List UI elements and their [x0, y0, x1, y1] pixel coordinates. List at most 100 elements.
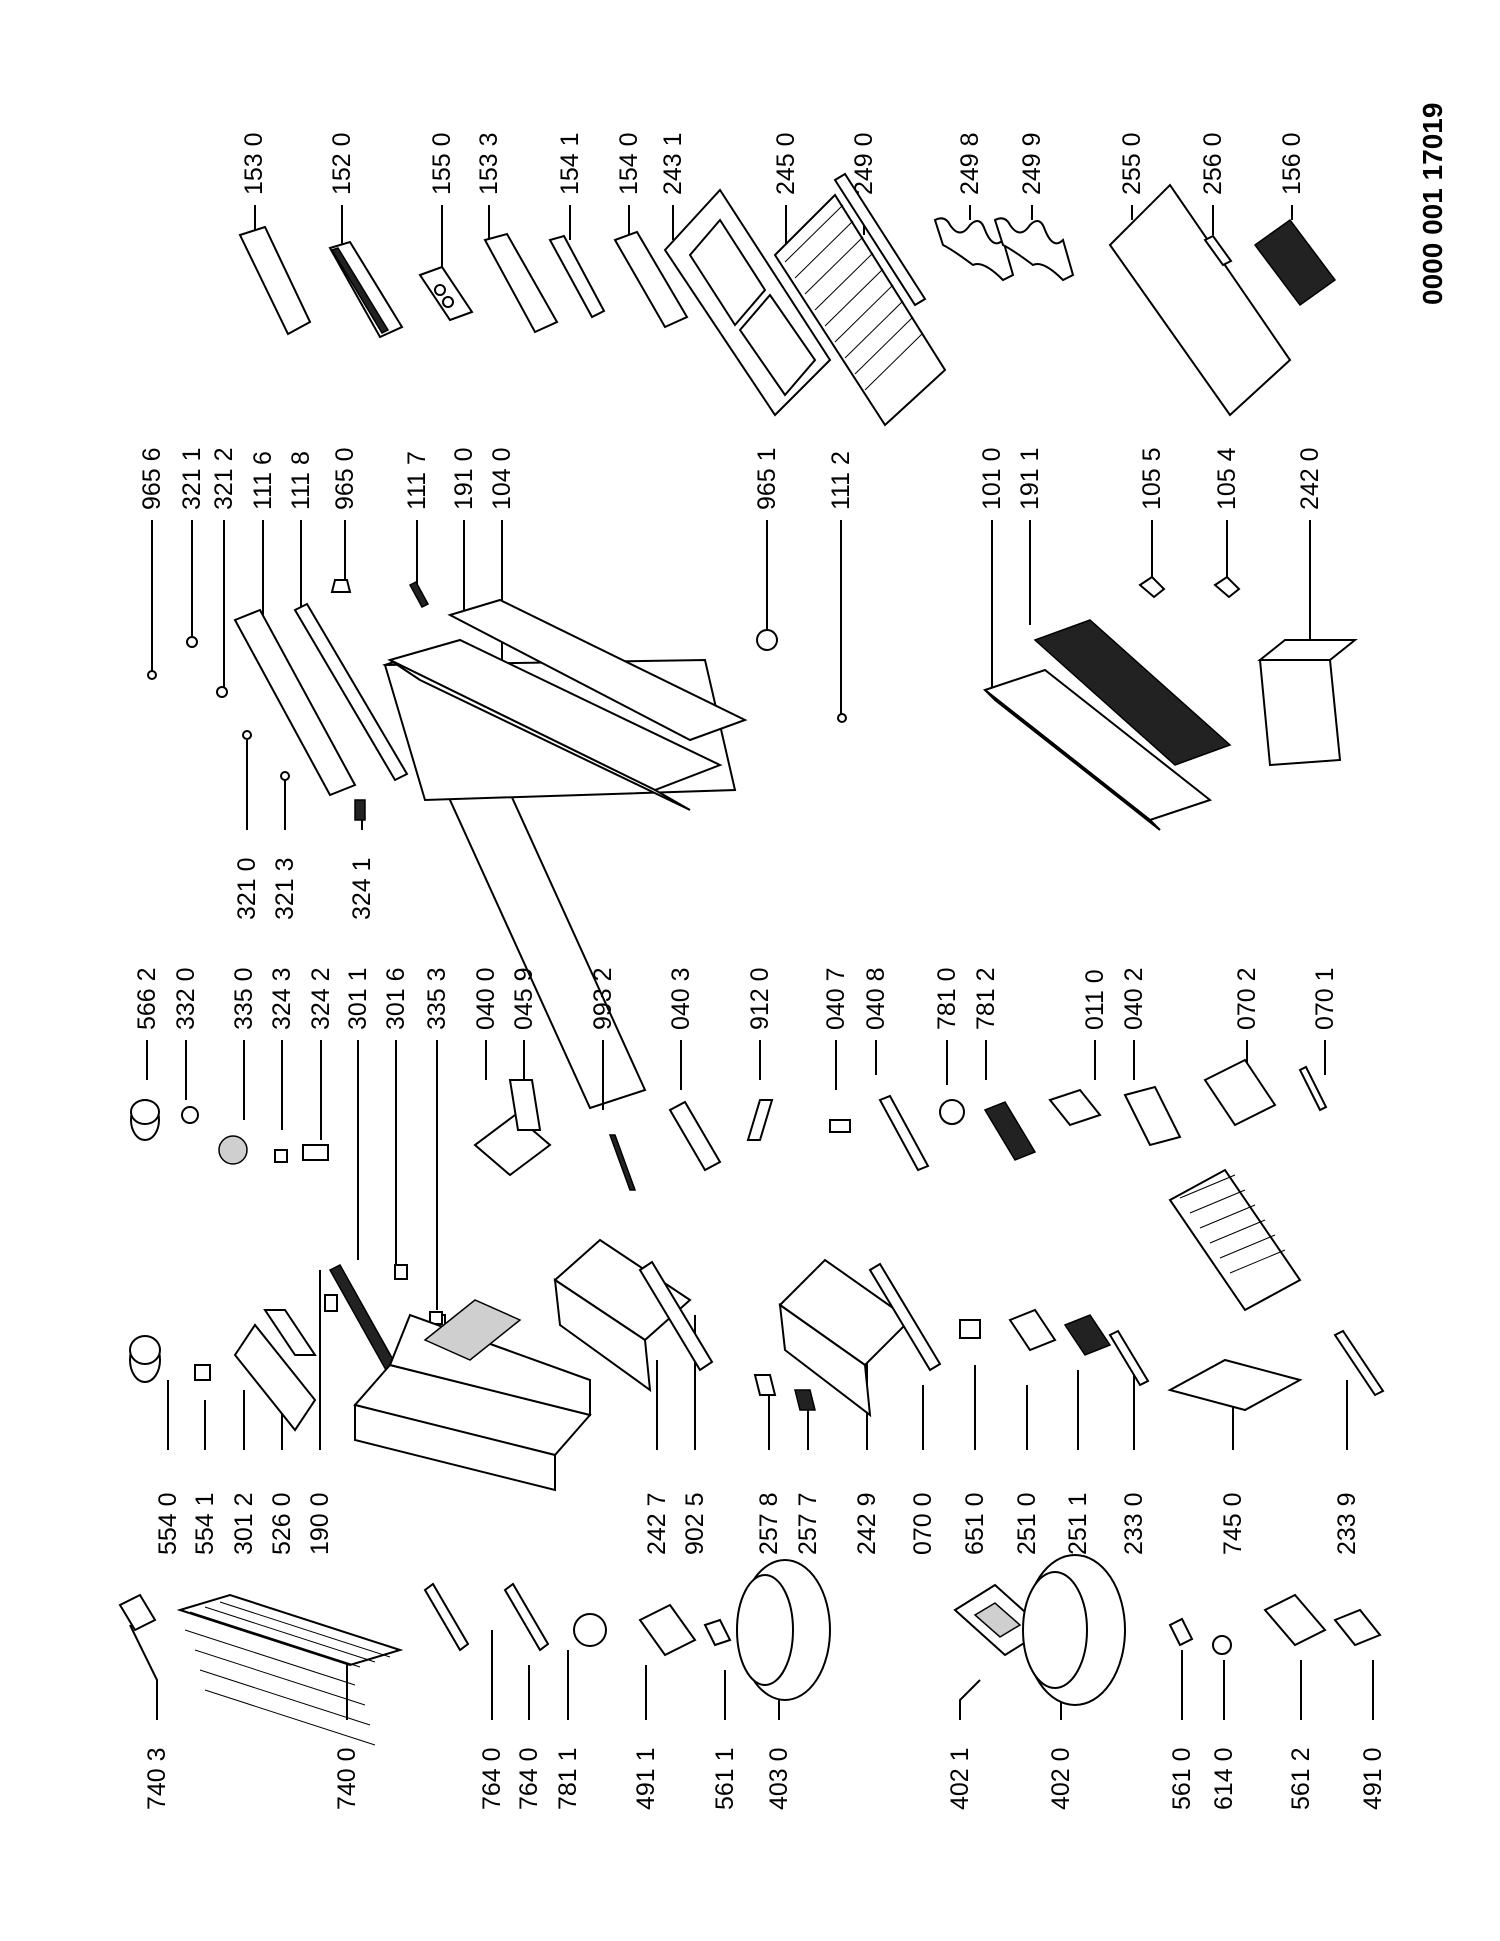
part-label: 251 1 — [1064, 1492, 1092, 1555]
part-label: 554 1 — [191, 1492, 219, 1555]
part-label: 233 9 — [1333, 1492, 1361, 1555]
part-label: 040 3 — [667, 967, 695, 1030]
part-label: 526 0 — [268, 1492, 296, 1555]
part-label: 191 0 — [450, 447, 478, 510]
part-label: 242 9 — [853, 1492, 881, 1555]
part-label: 190 0 — [306, 1492, 334, 1555]
part-label: 614 0 — [1210, 1747, 1238, 1810]
part-label: 111 7 — [403, 451, 431, 510]
part-label: 156 0 — [1278, 132, 1306, 195]
part-label: 993 2 — [589, 967, 617, 1030]
part-label: 764 0 — [515, 1747, 543, 1810]
part-label: 152 0 — [328, 132, 356, 195]
part-label: 242 7 — [643, 1492, 671, 1555]
column-top-parts — [238, 172, 1337, 427]
part-label: 740 3 — [143, 1747, 171, 1810]
part-label: 403 0 — [765, 1747, 793, 1810]
part-label: 324 2 — [307, 967, 335, 1030]
column-top-leaders — [254, 205, 1293, 272]
part-label: 255 0 — [1118, 132, 1146, 195]
part-label: 554 0 — [154, 1492, 182, 1555]
part-label: 324 3 — [268, 967, 296, 1030]
part-label: 902 5 — [681, 1492, 709, 1555]
part-label: 070 0 — [909, 1492, 937, 1555]
part-label: 257 7 — [794, 1492, 822, 1555]
part-label: 153 0 — [240, 132, 268, 195]
part-label: 764 0 — [478, 1747, 506, 1810]
part-label: 321 1 — [178, 447, 206, 510]
part-label: 301 6 — [382, 967, 410, 1030]
part-label: 912 0 — [746, 967, 774, 1030]
part-label: 965 1 — [753, 447, 781, 510]
part-label: 321 3 — [271, 857, 299, 920]
part-label: 040 8 — [862, 967, 890, 1030]
part-label: 256 0 — [1199, 132, 1227, 195]
part-label: 321 2 — [210, 447, 238, 510]
column-hardware-parts — [130, 1058, 1328, 1328]
column-compressor-labels: 740 3 740 0 764 0 764 0 781 1 491 1 561 … — [143, 1747, 1387, 1810]
part-label: 651 0 — [961, 1492, 989, 1555]
part-label: 740 0 — [333, 1747, 361, 1810]
part-label: 243 1 — [659, 132, 687, 195]
part-label: 105 4 — [1213, 447, 1241, 510]
column-door-labels: 965 6 321 1 321 2 111 6 111 8 965 0 111 … — [138, 447, 1324, 920]
part-label: 402 0 — [1047, 1747, 1075, 1810]
part-label: 561 0 — [1168, 1747, 1196, 1810]
part-label: 154 1 — [556, 132, 584, 195]
part-label: 301 2 — [230, 1492, 258, 1555]
part-label: 111 8 — [287, 451, 315, 510]
part-label: 781 0 — [933, 967, 961, 1030]
part-label: 101 0 — [978, 447, 1006, 510]
part-label: 249 8 — [956, 132, 984, 195]
part-label: 965 0 — [331, 447, 359, 510]
column-door-parts — [147, 575, 1358, 1110]
column-cabinet-labels: 554 0 554 1 301 2 526 0 190 0 242 7 902 … — [154, 1492, 1361, 1555]
part-label: 402 1 — [946, 1747, 974, 1810]
part-label: 781 2 — [972, 967, 1000, 1030]
part-label: 155 0 — [428, 132, 456, 195]
part-label: 070 1 — [1311, 967, 1339, 1030]
part-label: 561 2 — [1287, 1747, 1315, 1810]
part-label: 242 0 — [1296, 447, 1324, 510]
part-label: 045 9 — [510, 967, 538, 1030]
part-label: 745 0 — [1219, 1492, 1247, 1555]
part-label: 040 0 — [472, 967, 500, 1030]
part-label: 781 1 — [554, 1747, 582, 1810]
column-hardware-labels: 566 2 332 0 335 0 324 3 324 2 301 1 301 … — [133, 967, 1339, 1030]
column-compressor-parts — [118, 1554, 1382, 1746]
part-label: 251 0 — [1013, 1492, 1041, 1555]
part-label: 245 0 — [772, 132, 800, 195]
part-label: 111 2 — [827, 451, 855, 510]
part-label: 105 5 — [1138, 447, 1166, 510]
part-label: 040 2 — [1120, 967, 1148, 1030]
part-label: 249 9 — [1018, 132, 1046, 195]
part-label: 153 3 — [475, 132, 503, 195]
part-label: 965 6 — [138, 447, 166, 510]
part-label: 111 6 — [249, 451, 277, 510]
part-label: 324 1 — [348, 857, 376, 920]
part-label: 566 2 — [133, 967, 161, 1030]
part-label: 491 1 — [632, 1747, 660, 1810]
column-top-labels: 153 0 152 0 155 0 153 3 154 1 154 0 243 … — [240, 132, 1306, 195]
part-label: 561 1 — [711, 1747, 739, 1810]
part-label: 070 2 — [1233, 967, 1261, 1030]
part-label: 040 7 — [822, 967, 850, 1030]
drawing-code: 0000 001 17019 — [1417, 103, 1448, 305]
part-label: 257 8 — [755, 1492, 783, 1555]
part-label: 301 1 — [344, 967, 372, 1030]
part-label: 491 0 — [1359, 1747, 1387, 1810]
part-label: 332 0 — [172, 967, 200, 1030]
part-label: 154 0 — [615, 132, 643, 195]
part-label: 321 0 — [233, 857, 261, 920]
column-compressor-leaders — [129, 1624, 1374, 1720]
part-label: 249 0 — [850, 132, 878, 195]
part-label: 104 0 — [488, 447, 516, 510]
column-cabinet-parts — [129, 1168, 1385, 1492]
column-hardware-leaders — [146, 1040, 1326, 1310]
part-label: 335 3 — [423, 967, 451, 1030]
part-label: 011 0 — [1081, 969, 1109, 1030]
part-label: 191 1 — [1016, 447, 1044, 510]
part-label: 233 0 — [1120, 1492, 1148, 1555]
part-label: 335 0 — [230, 967, 258, 1030]
